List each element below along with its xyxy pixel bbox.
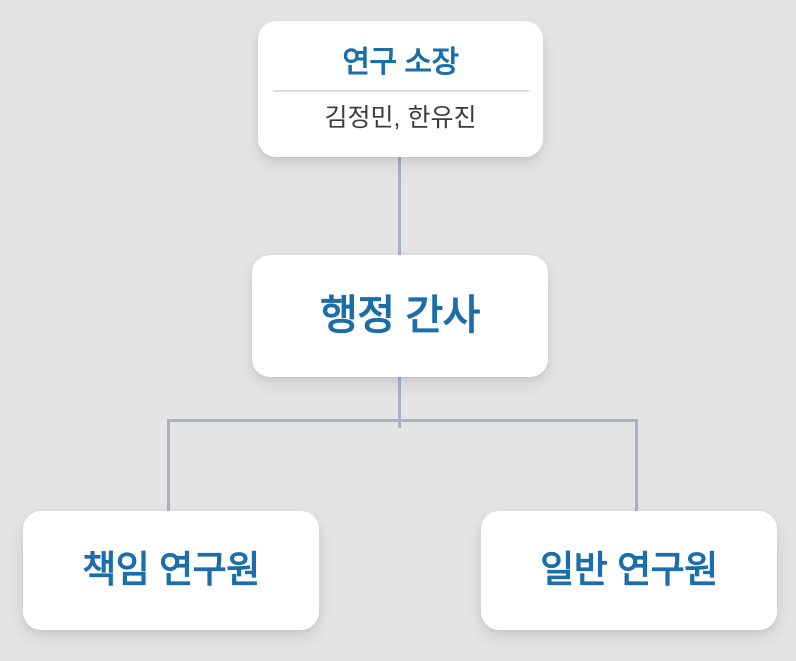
connector-branch-horizontal	[167, 419, 638, 422]
connector-branch-left-drop	[167, 422, 170, 511]
node-research-director-title: 연구 소장	[342, 45, 459, 79]
node-senior-researcher-title: 책임 연구원	[82, 549, 260, 591]
node-general-researcher-title: 일반 연구원	[540, 549, 718, 591]
connector-branch-right-drop	[635, 422, 638, 511]
node-general-researcher: 일반 연구원	[481, 511, 777, 630]
node-admin-secretary: 행정 간사	[252, 255, 548, 377]
node-research-director-divider	[272, 89, 529, 92]
node-research-director-members: 김정민, 한유진	[324, 103, 477, 132]
connector-middle-to-branch	[398, 377, 401, 419]
node-research-director: 연구 소장 김정민, 한유진	[258, 21, 543, 157]
connector-root-to-middle	[398, 157, 401, 255]
node-admin-secretary-title: 행정 간사	[320, 292, 480, 339]
node-senior-researcher: 책임 연구원	[23, 511, 319, 630]
connector-center-stub	[398, 422, 401, 428]
